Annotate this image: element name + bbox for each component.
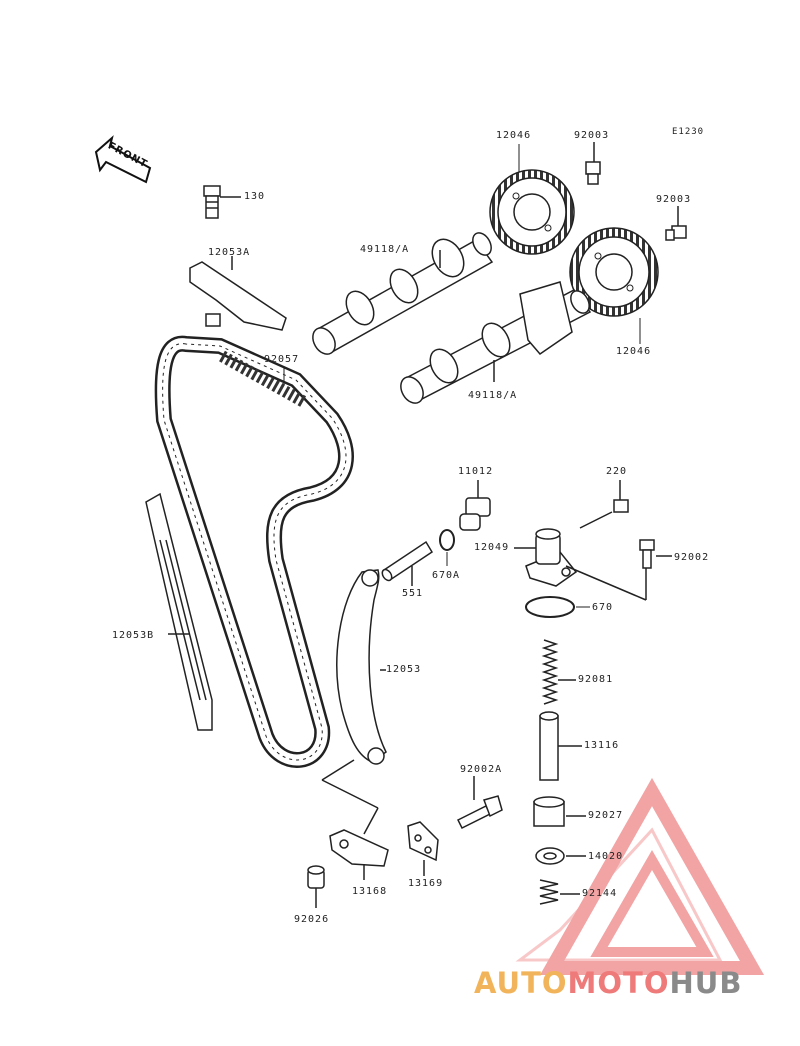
bracket-13168 — [329, 829, 389, 880]
bolt-130 — [203, 185, 241, 219]
cam-chain-92057 — [154, 335, 354, 768]
part-label-92002a: 92002A — [460, 764, 503, 775]
pin-551 — [381, 540, 434, 586]
part-label-13116: 13116 — [584, 740, 620, 751]
tensioner-body-12049 — [514, 528, 647, 601]
part-label-92081: 92081 — [578, 674, 614, 685]
brand-part-auto: AUTO — [474, 966, 568, 1000]
bolt-92002 — [639, 539, 672, 569]
part-label-92057: 92057 — [264, 354, 300, 365]
collar-92027 — [533, 796, 586, 827]
diagram-code: E1230 — [672, 127, 705, 137]
watermark-brand-text: AUTOMOTOHUB — [474, 966, 742, 1000]
part-label-670a: 670A — [432, 570, 461, 581]
bolt-92003-upper — [585, 142, 601, 185]
part-label-670: 670 — [592, 602, 614, 613]
part-label-220: 220 — [606, 466, 628, 477]
o-ring-670 — [525, 596, 590, 618]
cam-sprocket-12046-upper — [489, 144, 575, 255]
part-label-92026: 92026 — [294, 914, 330, 925]
bolt-92002a — [456, 776, 503, 830]
brand-part-hub: HUB — [669, 966, 743, 1000]
part-label-12046-upper: 12046 — [496, 130, 532, 141]
part-label-12046-lower: 12046 — [616, 346, 652, 357]
collar-92026 — [307, 865, 325, 908]
part-label-12049: 12049 — [474, 542, 510, 553]
bolt-92003-lower — [665, 206, 687, 241]
part-label-551: 551 — [402, 588, 424, 599]
chain-guide-12053a — [189, 256, 287, 331]
spring-92081 — [541, 639, 576, 705]
o-ring-670a — [439, 529, 455, 566]
cam-sprocket-12046-lower — [569, 227, 659, 344]
chain-tensioner-guide-12053 — [321, 569, 387, 835]
part-label-12053a: 12053A — [208, 247, 251, 258]
brand-part-moto: MOTO — [567, 966, 670, 1000]
part-label-49118a-lower: 49118/A — [468, 390, 518, 401]
part-label-92002: 92002 — [674, 552, 710, 563]
camshaft-49118a-lower — [400, 281, 592, 404]
part-label-11012: 11012 — [458, 466, 494, 477]
plug-11012 — [459, 480, 491, 531]
part-label-49118a-upper: 49118/A — [360, 244, 410, 255]
part-label-92027: 92027 — [588, 810, 624, 821]
part-label-12053: 12053 — [386, 664, 422, 675]
nut-14020 — [535, 847, 586, 865]
part-label-12053b: 12053B — [112, 630, 155, 641]
part-label-13169: 13169 — [408, 878, 444, 889]
camshaft-49118a-upper — [312, 232, 494, 355]
part-label-14020: 14020 — [588, 851, 624, 862]
part-label-130: 130 — [244, 191, 266, 202]
part-label-92003-lower: 92003 — [656, 194, 692, 205]
chain-guide-12053b — [145, 492, 213, 731]
bracket-13169 — [407, 821, 439, 876]
part-label-13168: 13168 — [352, 886, 388, 897]
part-label-92003-upper: 92003 — [574, 130, 610, 141]
bolt-220 — [579, 480, 629, 529]
part-label-92144: 92144 — [582, 888, 618, 899]
front-arrow-icon — [94, 135, 152, 184]
spring-92144 — [539, 879, 580, 905]
watermark-logo-triangle — [515, 777, 765, 975]
plunger-13116 — [539, 711, 582, 781]
